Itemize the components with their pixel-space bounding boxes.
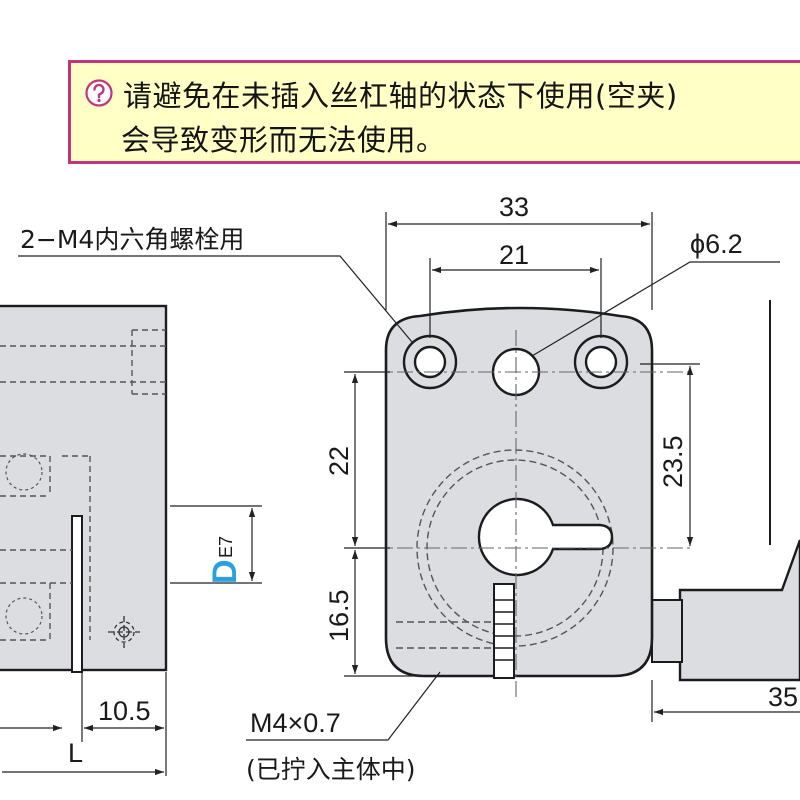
caution-notice-box: 请避免在未插入丝杠轴的状态下使用(空夹) 会导致变形而无法使用。 [68,60,800,164]
diameter-D-label: D [206,559,244,584]
caution-text-line-1: 请避免在未插入丝杠轴的状态下使用(空夹) [123,79,678,113]
side-view-hidden-lines [0,329,166,641]
dim-22-label: 22 [324,446,354,476]
side-view-slot [71,515,83,673]
caution-icon [85,79,113,107]
clamp-slot [493,583,515,679]
dim-33-label: 33 [499,192,529,222]
side-view: D E7 10.5 L [0,304,262,776]
dim-35-label: 35 [768,682,798,712]
side-arm [678,539,800,682]
dim-21-label: 21 [499,240,529,270]
dim-D [170,505,262,584]
dim-L-label: L [68,738,83,768]
bolt-callout-label: 2−M4内六角螺栓用 [20,225,244,254]
hole-diameter-label: ϕ6.2 [690,229,743,259]
caution-text-line-2: 会导致变形而无法使用。 [121,123,446,157]
bolt-hole-right [573,334,629,390]
dim-10-5-label: 10.5 [98,696,151,726]
front-view: 33 21 22 16.5 23.5 35 [18,192,800,741]
side-collar [651,599,683,663]
screw-spec-label: M4×0.7 [250,708,341,738]
dim-16-5-label: 16.5 [324,589,354,642]
tolerance-E7-label: E7 [216,536,236,558]
tapped-hole-symbol [108,616,140,648]
screw-note-label: (已拧入主体中) [246,755,416,784]
shaft-bore [477,497,614,577]
dim-10-5 [0,672,167,776]
bolt-hole-left [402,334,458,390]
dim-23-5-label: 23.5 [658,435,688,488]
